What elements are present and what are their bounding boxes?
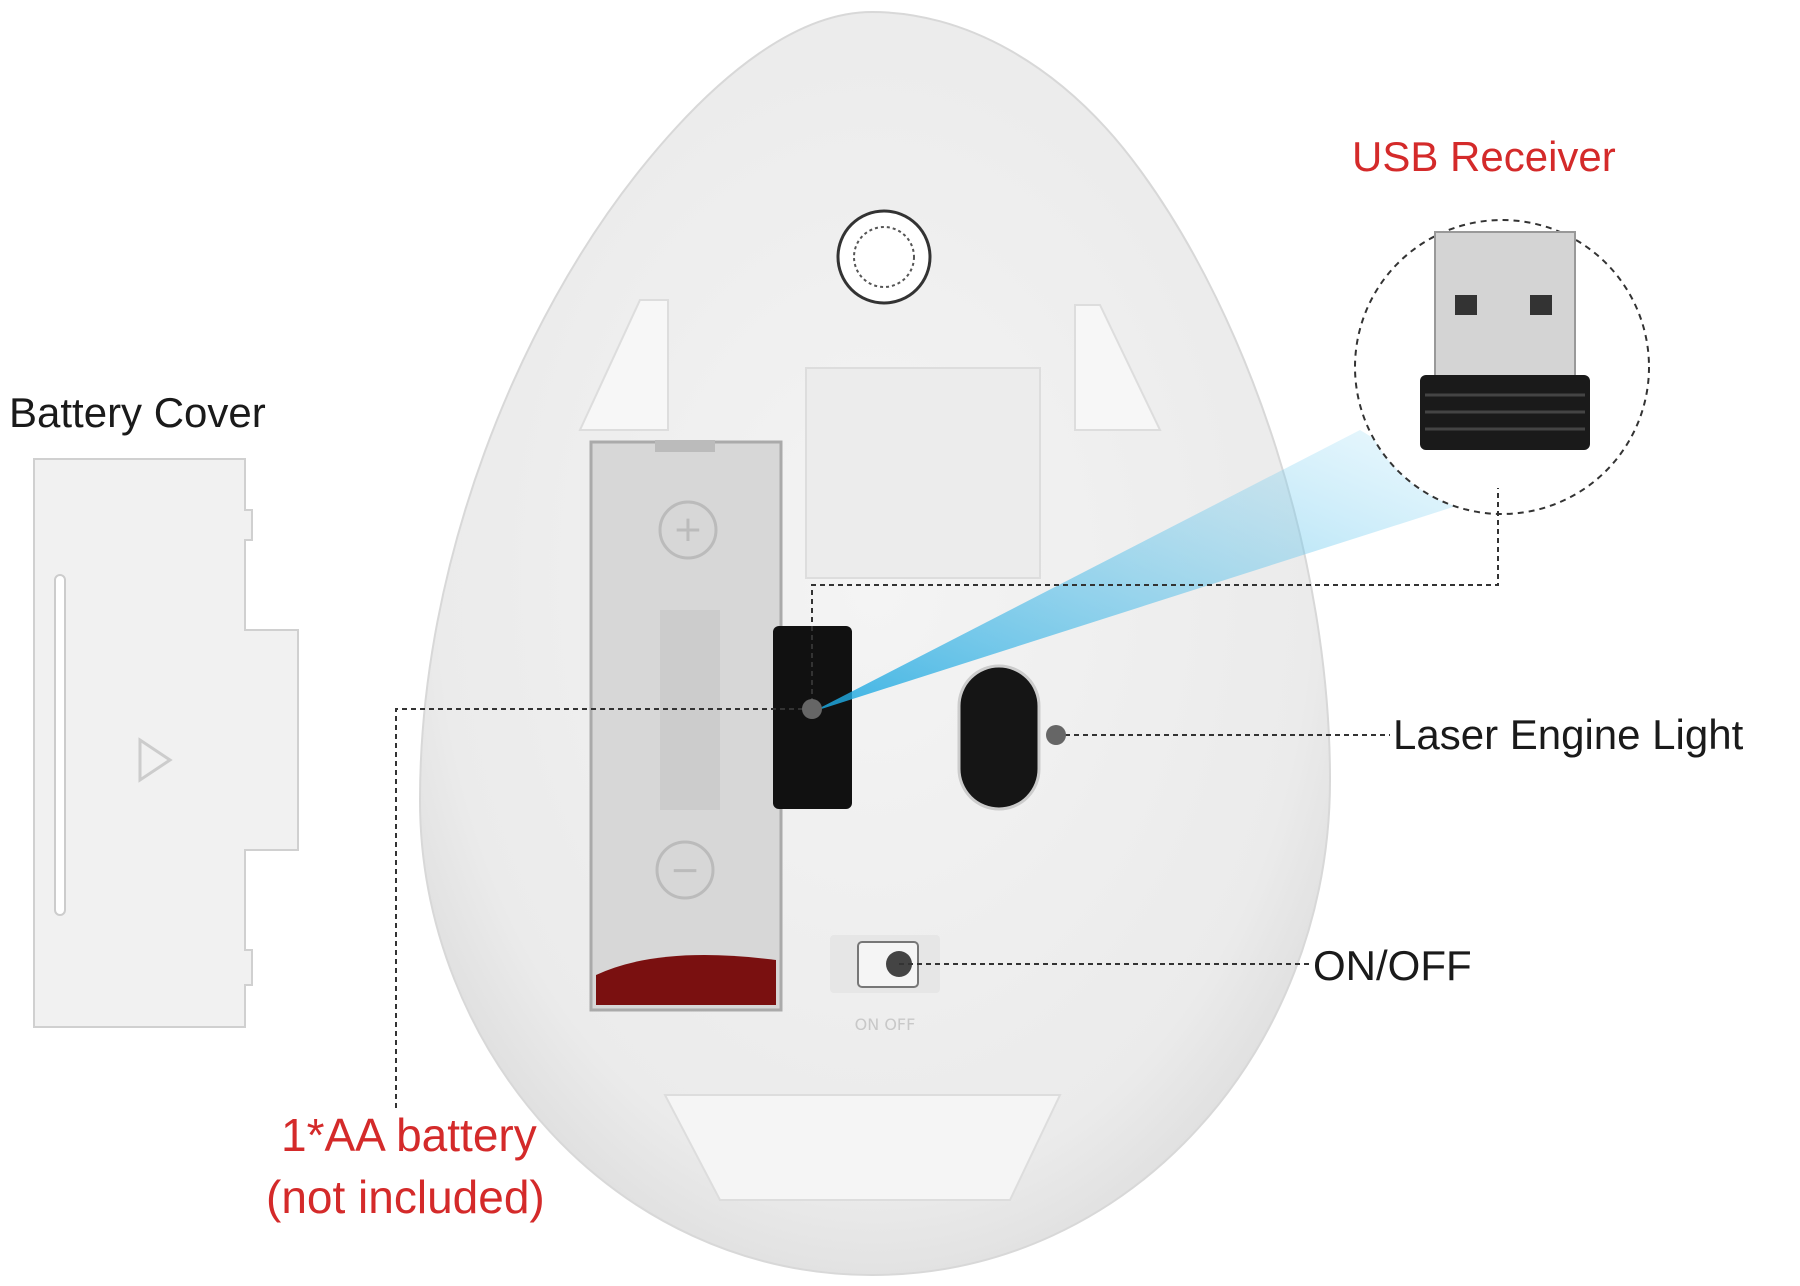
battery-label-line2: (not included) xyxy=(266,1171,545,1223)
laser-engine-light-label: Laser Engine Light xyxy=(1393,711,1744,758)
battery-label-line1: 1*AA battery xyxy=(281,1109,537,1161)
laser-sensor xyxy=(957,664,1041,811)
mouse-body xyxy=(418,10,1332,1277)
mouse-foot xyxy=(663,1094,1062,1201)
usb-receiver-label: USB Receiver xyxy=(1352,133,1616,180)
qc-sticker xyxy=(836,209,932,305)
svg-text:+: + xyxy=(673,509,703,550)
mouse-foot xyxy=(1074,304,1162,431)
svg-text:−: − xyxy=(670,850,700,891)
on-off-label: ON/OFF xyxy=(1313,942,1472,989)
svg-text:ON OFF: ON OFF xyxy=(855,1015,916,1034)
battery-cover xyxy=(33,458,299,1028)
battery-cover-label: Battery Cover xyxy=(9,389,266,436)
battery-leader-line xyxy=(395,708,812,1108)
signal-beam xyxy=(812,430,1475,712)
usb-leader-line xyxy=(811,488,1499,712)
mouse-foot xyxy=(578,299,669,431)
mouse-panel xyxy=(805,367,1041,579)
